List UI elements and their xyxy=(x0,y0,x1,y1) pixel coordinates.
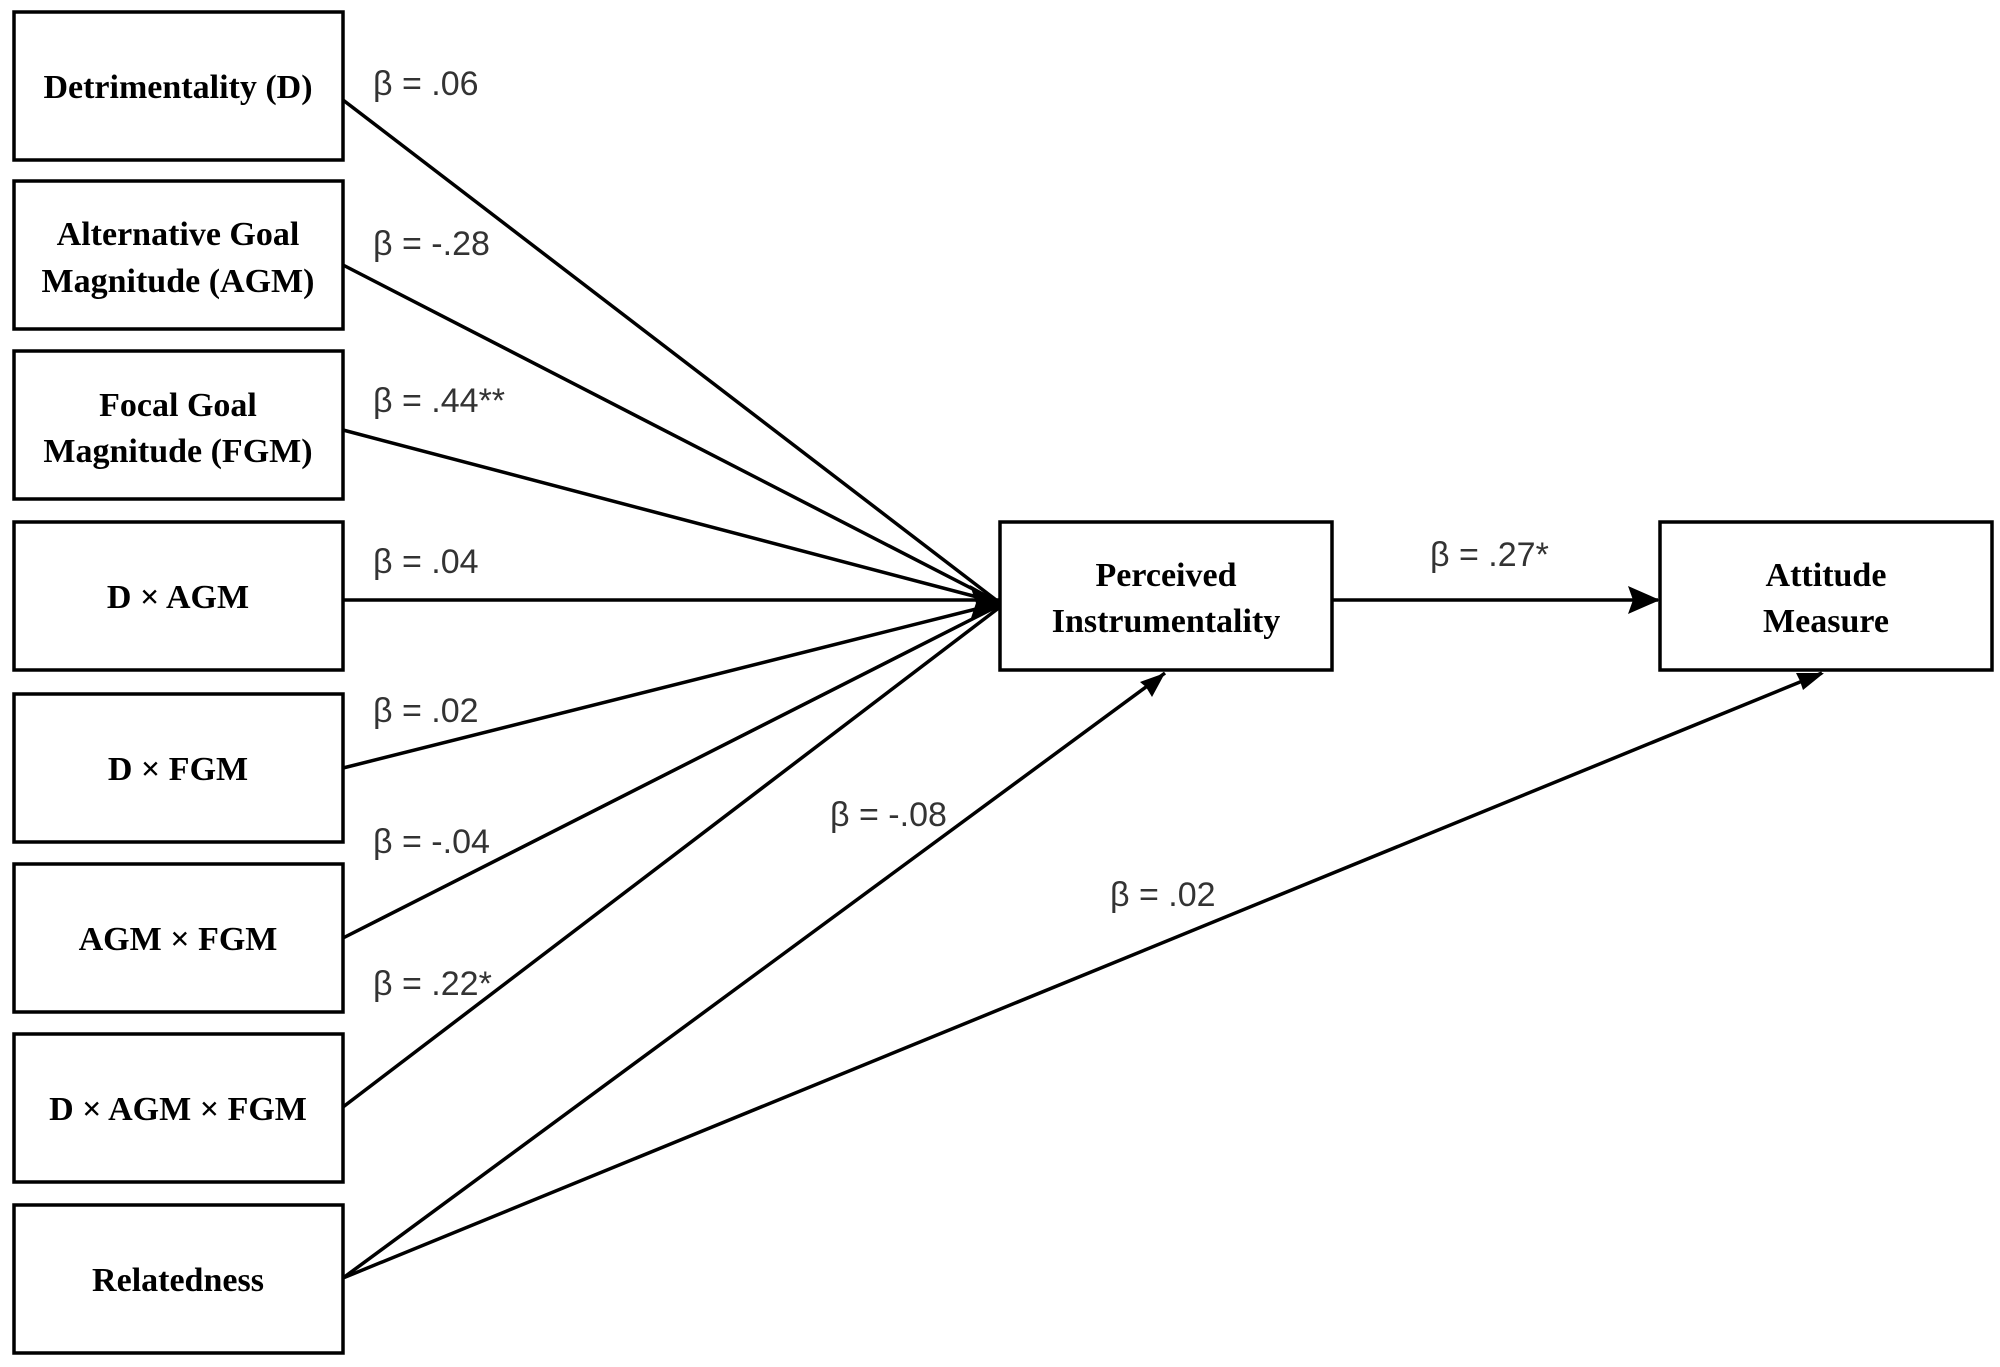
node-fgm-label-line-1: Focal Goal xyxy=(99,387,257,424)
node-fgm-label-line-2: Magnitude (FGM) xyxy=(43,433,312,470)
edge-label-d-agm: β = .04 xyxy=(373,543,479,581)
node-agm-label-line-2: Magnitude (AGM) xyxy=(42,263,315,300)
node-attitude-measure-label-line-2: Measure xyxy=(1763,603,1889,640)
node-perceived-instrumentality-label-line-2: Instrumentality xyxy=(1052,603,1281,640)
labels-layer: Detrimentality (D) Alternative Goal Magn… xyxy=(42,65,1889,1299)
node-d-agm-fgm-box xyxy=(12,1032,345,1184)
node-perceived-instrumentality-label-line-1: Perceived xyxy=(1096,557,1237,594)
edge-label-relatedness-perceived: β = -.08 xyxy=(830,796,947,834)
node-perceived-instrumentality-box xyxy=(998,520,1334,672)
edge-label-perceived-attitude: β = .27* xyxy=(1430,536,1549,574)
edge-agm-to-perceived-instrumentality xyxy=(342,263,1001,605)
nodes-layer xyxy=(12,10,1994,1355)
edge-label-d-agm-fgm: β = .22* xyxy=(373,965,492,1003)
edge-label-fgm: β = .44** xyxy=(373,382,505,420)
arrowhead-relatedness-perceived xyxy=(1140,673,1165,697)
edge-fgm-to-perceived-instrumentality xyxy=(342,428,1001,605)
edge-label-d-fgm: β = .02 xyxy=(373,692,479,730)
node-fgm-box xyxy=(12,349,345,501)
node-attitude-measure-label-line-1: Attitude xyxy=(1766,557,1887,594)
node-agm-fgm-label: AGM × FGM xyxy=(79,921,278,958)
node-d-agm-label: D × AGM xyxy=(107,579,249,616)
node-detrimentality-box xyxy=(12,10,345,162)
edge-d-agm-fgm-to-perceived-instrumentality xyxy=(341,605,1002,1109)
node-detrimentality-label: Detrimentality (D) xyxy=(43,69,312,106)
edges-layer xyxy=(341,98,1824,1280)
arrowhead-into-attitude-measure xyxy=(1628,586,1660,614)
edge-label-agm: β = -.28 xyxy=(373,225,490,263)
edge-d-fgm-to-perceived-instrumentality xyxy=(342,601,1001,770)
node-agm-box xyxy=(12,179,345,331)
arrowhead-relatedness-attitude xyxy=(1796,673,1824,690)
arrowhead-into-perceived-instrumentality xyxy=(970,585,1002,621)
node-d-fgm-label: D × FGM xyxy=(108,751,248,788)
node-d-fgm-box xyxy=(12,692,345,844)
node-relatedness-box xyxy=(12,1203,345,1355)
node-d-agm-box xyxy=(12,520,345,672)
edge-relatedness-to-attitude-measure xyxy=(342,671,1823,1280)
node-agm-label-line-1: Alternative Goal xyxy=(57,216,300,253)
edge-agm-fgm-to-perceived-instrumentality xyxy=(342,603,1001,940)
node-relatedness-label: Relatedness xyxy=(92,1262,264,1299)
edge-label-relatedness-attitude: β = .02 xyxy=(1110,876,1216,914)
edge-label-detrimentality: β = .06 xyxy=(373,65,479,103)
edge-relatedness-to-perceived-instrumentality xyxy=(341,671,1167,1280)
edge-label-agm-fgm: β = -.04 xyxy=(373,823,490,861)
node-d-agm-fgm-label: D × AGM × FGM xyxy=(49,1091,307,1128)
node-attitude-measure-box xyxy=(1658,520,1994,672)
node-agm-fgm-box xyxy=(12,862,345,1014)
edge-detrimentality-to-perceived-instrumentality xyxy=(341,98,1002,605)
